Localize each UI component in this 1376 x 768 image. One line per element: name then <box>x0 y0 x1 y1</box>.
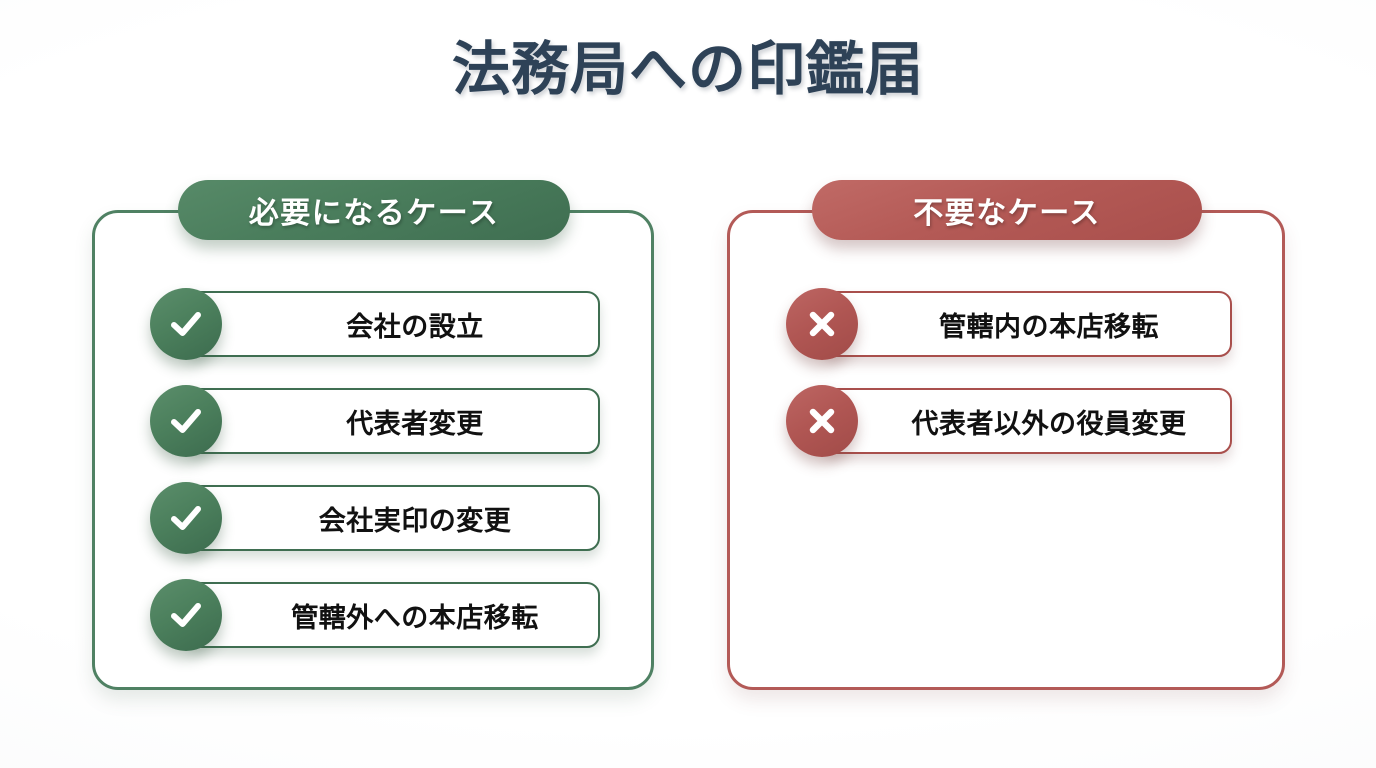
panel-required-header: 必要になるケース <box>178 180 570 240</box>
list-item-card[interactable]: 会社実印の変更 <box>186 485 600 551</box>
check-icon <box>150 385 222 457</box>
list-item-card[interactable]: 会社の設立 <box>186 291 600 357</box>
list-item-label: 会社実印の変更 <box>318 505 512 536</box>
list-item-label: 代表者以外の役員変更 <box>911 408 1187 439</box>
list-item-label: 管轄内の本店移転 <box>939 311 1159 342</box>
list-item-card[interactable]: 代表者変更 <box>186 388 600 454</box>
panel-required-header-label: 必要になるケース <box>248 197 500 230</box>
panel-not-required-header: 不要なケース <box>812 180 1202 240</box>
cross-icon <box>786 385 858 457</box>
list-item[interactable]: 会社実印の変更 <box>150 482 600 554</box>
list-item[interactable]: 管轄外への本店移転 <box>150 579 600 651</box>
list-item-label: 会社の設立 <box>346 311 484 342</box>
list-item[interactable]: 代表者以外の役員変更 <box>786 385 1232 457</box>
page-title: 法務局への印鑑届 <box>451 37 924 102</box>
check-icon <box>150 482 222 554</box>
not-required-case-list: 管轄内の本店移転 代表者以外の役員変更 <box>786 288 1232 457</box>
list-item[interactable]: 会社の設立 <box>150 288 600 360</box>
list-item-card[interactable]: 管轄内の本店移転 <box>822 291 1232 357</box>
panel-not-required-header-label: 不要なケース <box>913 197 1101 230</box>
list-item[interactable]: 管轄内の本店移転 <box>786 288 1232 360</box>
list-item[interactable]: 代表者変更 <box>150 385 600 457</box>
required-case-list: 会社の設立 代表者変更 会社実印の変更 <box>150 288 600 651</box>
check-icon <box>150 579 222 651</box>
check-icon <box>150 288 222 360</box>
list-item-card[interactable]: 代表者以外の役員変更 <box>822 388 1232 454</box>
list-item-card[interactable]: 管轄外への本店移転 <box>186 582 600 648</box>
cross-icon <box>786 288 858 360</box>
list-item-label: 管轄外への本店移転 <box>291 602 539 633</box>
list-item-label: 代表者変更 <box>346 408 484 439</box>
